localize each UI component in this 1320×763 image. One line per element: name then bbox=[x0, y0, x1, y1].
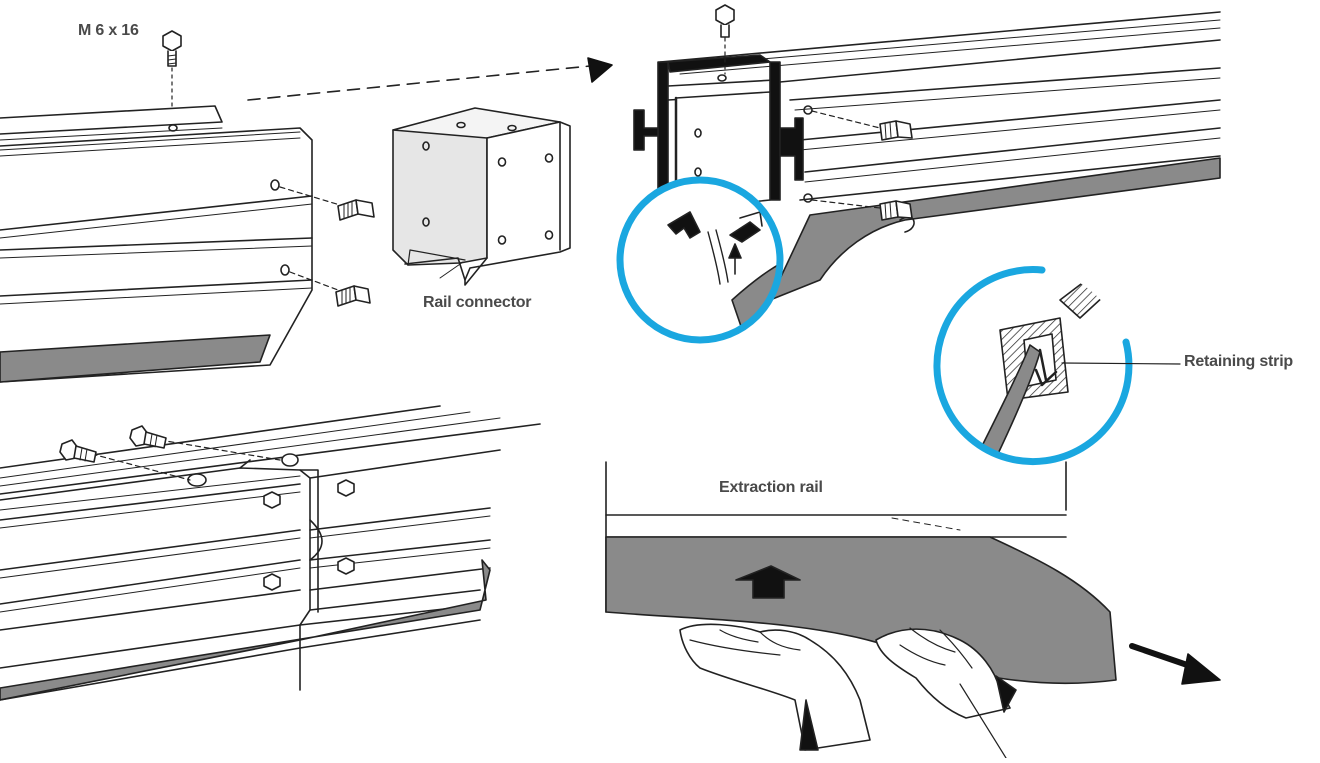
bolt-icon bbox=[335, 285, 371, 307]
bolt-icon bbox=[162, 30, 182, 67]
magnifier-circle bbox=[616, 176, 784, 344]
bottom-left-joined-rails bbox=[0, 405, 541, 701]
arrow-icon bbox=[587, 57, 613, 83]
bolt-icon bbox=[879, 120, 913, 141]
bolt-icon bbox=[337, 199, 375, 221]
lift-arrow-icon bbox=[735, 565, 801, 599]
retaining-strip-label: Retaining strip bbox=[1184, 353, 1294, 370]
bolt-size-label: M 6 x 16 bbox=[78, 22, 139, 39]
direction-arrow-line bbox=[247, 65, 591, 101]
bolt-icon bbox=[715, 4, 735, 38]
detail-circle-strip bbox=[933, 266, 1181, 466]
bolt-icon bbox=[879, 200, 913, 221]
rail-connector-label: Rail connector bbox=[423, 294, 532, 311]
extraction-rail-assembly bbox=[605, 461, 1221, 759]
bolt-icon bbox=[59, 439, 97, 463]
pull-arrow-icon bbox=[1181, 653, 1221, 685]
detail-circle-clip bbox=[616, 176, 784, 344]
extraction-rail-label: Extraction rail bbox=[719, 479, 823, 496]
bolt-icon bbox=[129, 425, 167, 449]
hands-illustration bbox=[679, 623, 1017, 751]
rail-connector bbox=[392, 107, 571, 286]
leader-line bbox=[1061, 362, 1181, 365]
top-left-rail bbox=[0, 30, 375, 383]
magnifier-circle bbox=[933, 266, 1133, 466]
leader-line bbox=[959, 683, 1007, 759]
